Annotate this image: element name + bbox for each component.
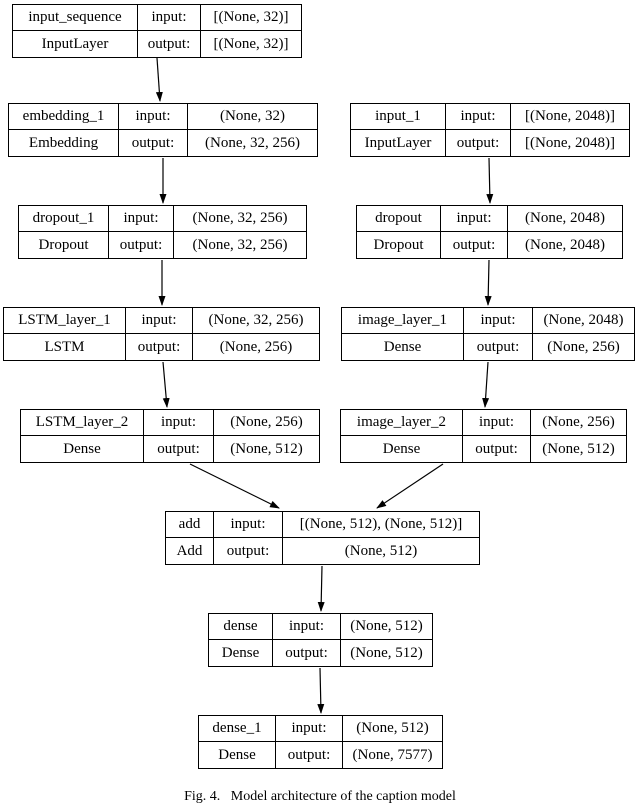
node-LSTM_layer_2: LSTM_layer_2 input: (None, 256) Dense ou…	[20, 409, 320, 463]
input-label: input:	[119, 104, 188, 130]
edge-input_1-dropout	[486, 157, 494, 204]
output-label: output:	[214, 538, 283, 564]
input-shape: [(None, 512), (None, 512)]	[283, 512, 479, 538]
node-dropout: dropout input: (None, 2048) Dropout outp…	[356, 205, 623, 259]
node-dense: dense input: (None, 512) Dense output: (…	[208, 613, 433, 667]
input-shape: (None, 512)	[341, 614, 432, 640]
input-shape: (None, 512)	[343, 716, 442, 742]
output-label: output:	[144, 436, 214, 462]
node-image_layer_2: image_layer_2 input: (None, 256) Dense o…	[340, 409, 627, 463]
node-LSTM_layer_1: LSTM_layer_1 input: (None, 32, 256) LSTM…	[3, 307, 320, 361]
input-shape: (None, 256)	[531, 410, 626, 436]
output-label: output:	[126, 334, 193, 360]
edge-add-dense	[317, 565, 325, 612]
node-input_sequence: input_sequence input: [(None, 32)] Input…	[12, 4, 302, 58]
layer-name: image_layer_2	[341, 410, 463, 436]
edge-dense-dense_1	[317, 667, 325, 714]
input-label: input:	[138, 5, 201, 31]
output-shape: (None, 256)	[219, 338, 293, 355]
input-label: input:	[441, 206, 508, 232]
layer-type: Embedding	[9, 130, 119, 156]
layer-name: LSTM_layer_1	[4, 308, 126, 334]
edge-LSTM_layer_2-add	[189, 463, 280, 509]
layer-type: Dense	[21, 436, 144, 462]
layer-type: Dense	[342, 334, 464, 360]
output-shape: (None, 512)	[350, 644, 423, 661]
output-shape: (None, 32, 256)	[205, 134, 300, 151]
output-label: output:	[273, 640, 341, 666]
edge-dropout-image_layer_1	[484, 259, 492, 306]
layer-name: embedding_1	[9, 104, 119, 130]
input-label: input:	[214, 512, 283, 538]
input-shape: (None, 256)	[214, 410, 319, 436]
output-shape: (None, 2048)	[525, 236, 605, 253]
input-label: input:	[109, 206, 174, 232]
output-shape: [(None, 32)]	[213, 35, 289, 52]
edge-image_layer_1-image_layer_2	[482, 361, 490, 408]
node-image_layer_1: image_layer_1 input: (None, 2048) Dense …	[341, 307, 635, 361]
output-shape: (None, 512)	[344, 542, 418, 559]
layer-name: input_sequence	[13, 5, 138, 31]
input-label: input:	[144, 410, 214, 436]
output-shape: [(None, 2048)]	[525, 134, 615, 151]
layer-type: Dense	[209, 640, 273, 666]
layer-name: add	[166, 512, 214, 538]
output-label: output:	[441, 232, 508, 258]
output-label: output:	[119, 130, 188, 156]
layer-name: dense	[209, 614, 273, 640]
edge-input_sequence-embedding_1	[155, 57, 163, 102]
output-label: output:	[463, 436, 531, 462]
layer-name: dropout_1	[19, 206, 109, 232]
output-shape: (None, 512)	[542, 440, 615, 457]
node-add: add input: [(None, 512), (None, 512)] Ad…	[165, 511, 480, 565]
node-dropout_1: dropout_1 input: (None, 32, 256) Dropout…	[18, 205, 307, 259]
input-label: input:	[273, 614, 341, 640]
layer-type: Dense	[199, 742, 276, 768]
output-shape: (None, 32, 256)	[192, 236, 288, 253]
input-shape: [(None, 2048)]	[511, 104, 629, 130]
layer-type: Add	[166, 538, 214, 564]
layer-type: InputLayer	[351, 130, 446, 156]
input-shape: [(None, 32)]	[201, 5, 301, 31]
layer-type: Dropout	[19, 232, 109, 258]
layer-type: Dense	[341, 436, 463, 462]
input-shape: (None, 2048)	[508, 206, 622, 232]
edge-image_layer_2-add	[376, 463, 444, 509]
input-label: input:	[463, 410, 531, 436]
input-label: input:	[276, 716, 343, 742]
layer-name: image_layer_1	[342, 308, 464, 334]
layer-name: input_1	[351, 104, 446, 130]
layer-name: LSTM_layer_2	[21, 410, 144, 436]
output-shape: (None, 256)	[547, 338, 620, 355]
figure-caption: Fig. 4. Model architecture of the captio…	[184, 789, 456, 804]
input-shape: (None, 2048)	[533, 308, 634, 334]
output-label: output:	[109, 232, 174, 258]
edge-LSTM_layer_1-LSTM_layer_2	[162, 361, 170, 408]
input-label: input:	[446, 104, 511, 130]
output-label: output:	[276, 742, 343, 768]
layer-type: InputLayer	[13, 31, 138, 57]
input-label: input:	[464, 308, 533, 334]
node-embedding_1: embedding_1 input: (None, 32) Embedding …	[8, 103, 318, 157]
input-shape: (None, 32, 256)	[174, 206, 306, 232]
node-input_1: input_1 input: [(None, 2048)] InputLayer…	[350, 103, 630, 157]
output-label: output:	[446, 130, 511, 156]
input-shape: (None, 32)	[188, 104, 317, 130]
input-label: input:	[126, 308, 193, 334]
output-shape: (None, 512)	[230, 440, 303, 457]
output-shape: (None, 7577)	[352, 746, 433, 763]
layer-type: LSTM	[4, 334, 126, 360]
input-shape: (None, 32, 256)	[193, 308, 319, 334]
node-dense_1: dense_1 input: (None, 512) Dense output:…	[198, 715, 443, 769]
output-label: output:	[138, 31, 201, 57]
layer-name: dense_1	[199, 716, 276, 742]
output-label: output:	[464, 334, 533, 360]
layer-name: dropout	[357, 206, 441, 232]
layer-type: Dropout	[357, 232, 441, 258]
